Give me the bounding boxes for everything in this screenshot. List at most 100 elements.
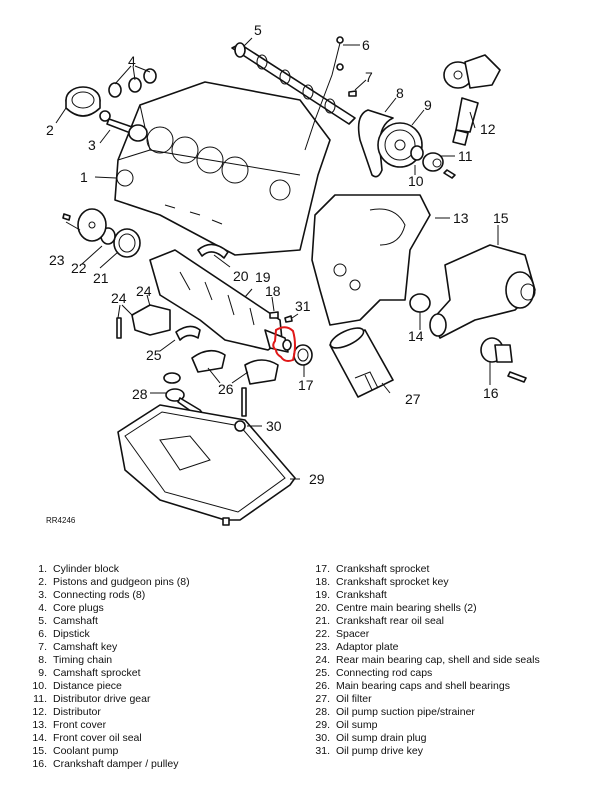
legend-item-number: 5.	[38, 615, 47, 627]
callout-4: 4	[128, 53, 136, 69]
legend-item-label: Front cover	[53, 719, 107, 731]
legend-item: 14. Front cover oil seal	[26, 732, 190, 745]
callout-11: 11	[458, 148, 473, 164]
legend-item: 28. Oil pump suction pipe/strainer	[309, 706, 540, 719]
callout-19: 19	[255, 269, 271, 285]
legend-item-number: 17.	[315, 563, 330, 575]
legend-item-label: Oil pump suction pipe/strainer	[336, 706, 475, 718]
legend-item-number: 8.	[38, 654, 47, 666]
legend-item-label: Distance piece	[53, 680, 122, 692]
legend-item-label: Oil pump drive key	[336, 745, 423, 757]
legend-item-label: Spacer	[336, 628, 370, 640]
oil-filter	[329, 327, 394, 398]
callout-8: 8	[396, 85, 404, 101]
piston	[65, 86, 101, 117]
callout-3: 3	[88, 137, 96, 153]
legend-item-number: 21.	[315, 615, 330, 627]
legend-item-label: Core plugs	[53, 602, 104, 614]
legend-item-number: 11.	[33, 693, 47, 705]
legend-item-number: 30.	[315, 732, 330, 744]
callout-10: 10	[408, 173, 424, 189]
legend-item-number: 31.	[315, 745, 330, 757]
front-cover	[311, 194, 431, 326]
callout-25: 25	[146, 347, 162, 363]
legend-item: 3. Connecting rods (8)	[26, 589, 190, 602]
oil-pump-drive-key	[284, 315, 293, 323]
distance-piece	[410, 145, 424, 161]
legend-item-number: 6.	[38, 628, 47, 640]
callout-21: 21	[93, 270, 109, 286]
legend-item: 2.Pistons and gudgeon pins (8)	[26, 576, 190, 589]
legend-item: 31. Oil pump drive key	[309, 745, 540, 758]
crankshaft-sprocket	[293, 344, 313, 366]
legend-item: 6.Dipstick	[26, 628, 190, 641]
legend-item: 19.Crankshaft	[309, 589, 540, 602]
oil-sump	[117, 404, 296, 526]
legend-item: 30.Oil sump drain plug	[309, 732, 540, 745]
legend-item: 16.Crankshaft damper / pulley	[26, 758, 190, 771]
legend-item-label: Camshaft key	[53, 641, 118, 653]
legend-item-label: Crankshaft sprocket	[336, 563, 430, 575]
reference-code: RR4246	[46, 516, 76, 525]
crankshaft-damper	[480, 337, 527, 383]
camshaft	[231, 42, 356, 125]
legend-item-number: 28.	[315, 706, 330, 718]
callout-28: 28	[132, 386, 148, 402]
callout-29: 29	[309, 471, 325, 487]
callout-20: 20	[233, 268, 249, 284]
legend-item-label: Distributor	[53, 706, 101, 718]
legend-item: 1.Cylinder block	[26, 563, 190, 576]
legend-item-label: Front cover oil seal	[53, 732, 142, 744]
legend-item-number: 27.	[315, 693, 330, 705]
legend-item-number: 9.	[38, 667, 47, 679]
timing-chain	[357, 109, 394, 178]
legend-item-number: 3.	[38, 589, 47, 601]
callout-22: 22	[71, 260, 87, 276]
legend-item-label: Connecting rod caps	[336, 667, 433, 679]
legend-item: 15.Coolant pump	[26, 745, 190, 758]
crankshaft-rear-oil-seal	[113, 228, 141, 258]
legend-item-label: Pistons and gudgeon pins (8)	[53, 576, 190, 588]
legend-item: 9. Camshaft sprocket	[26, 667, 190, 680]
cylinder-block	[114, 81, 331, 256]
legend-item: 20.Centre main bearing shells (2)	[309, 602, 540, 615]
legend-item-number: 14.	[32, 732, 47, 744]
crankshaft-sprocket-key	[269, 311, 279, 319]
legend-item-number: 1.	[38, 563, 47, 575]
legend-item-label: Distributor drive gear	[53, 693, 151, 705]
callout-27: 27	[405, 391, 421, 407]
legend-item-label: Connecting rods (8)	[53, 589, 146, 601]
legend-item-number: 10.	[32, 680, 47, 692]
legend-item-label: Oil sump	[336, 719, 378, 731]
distributor	[443, 54, 501, 146]
centre-main-bearing-shells	[197, 243, 229, 259]
front-cover-oil-seal	[409, 293, 431, 313]
rear-main-bearing-cap	[116, 304, 171, 339]
distributor-drive-gear	[422, 152, 456, 179]
legend-item-label: Crankshaft rear oil seal	[336, 615, 444, 627]
legend-item: 7.Camshaft key	[26, 641, 190, 654]
legend-item-number: 19.	[315, 589, 330, 601]
highlight-circle	[272, 326, 296, 362]
oil-sump-drain-plug	[234, 387, 247, 432]
legend-item-number: 12.	[32, 706, 47, 718]
legend-item: 17. Crankshaft sprocket	[309, 563, 540, 576]
legend-item: 13.Front cover	[26, 719, 190, 732]
callout-24a: 24	[111, 290, 127, 306]
callout-7: 7	[365, 69, 373, 85]
legend-item-label: Rear main bearing cap, shell and side se…	[336, 654, 540, 666]
legend-item: 26.Main bearing caps and shell bearings	[309, 680, 540, 693]
coolant-pump	[429, 244, 536, 339]
legend-item-number: 29.	[315, 719, 330, 731]
legend-item-label: Main bearing caps and shell bearings	[336, 680, 510, 692]
callout-6: 6	[362, 37, 370, 53]
legend-item-number: 4.	[38, 602, 47, 614]
legend-item: 25.Connecting rod caps	[309, 667, 540, 680]
engine-exploded-diagram: 1 2 3 4 5 6 7 8 9 10 11 12 13 14 15 16 1…	[46, 22, 536, 526]
legend-item: 24.Rear main bearing cap, shell and side…	[309, 654, 540, 667]
legend-item-label: Camshaft sprocket	[53, 667, 141, 679]
legend-item-label: Crankshaft damper / pulley	[53, 758, 179, 770]
legend-item-number: 15.	[32, 745, 47, 757]
legend-item: 12. Distributor	[26, 706, 190, 719]
